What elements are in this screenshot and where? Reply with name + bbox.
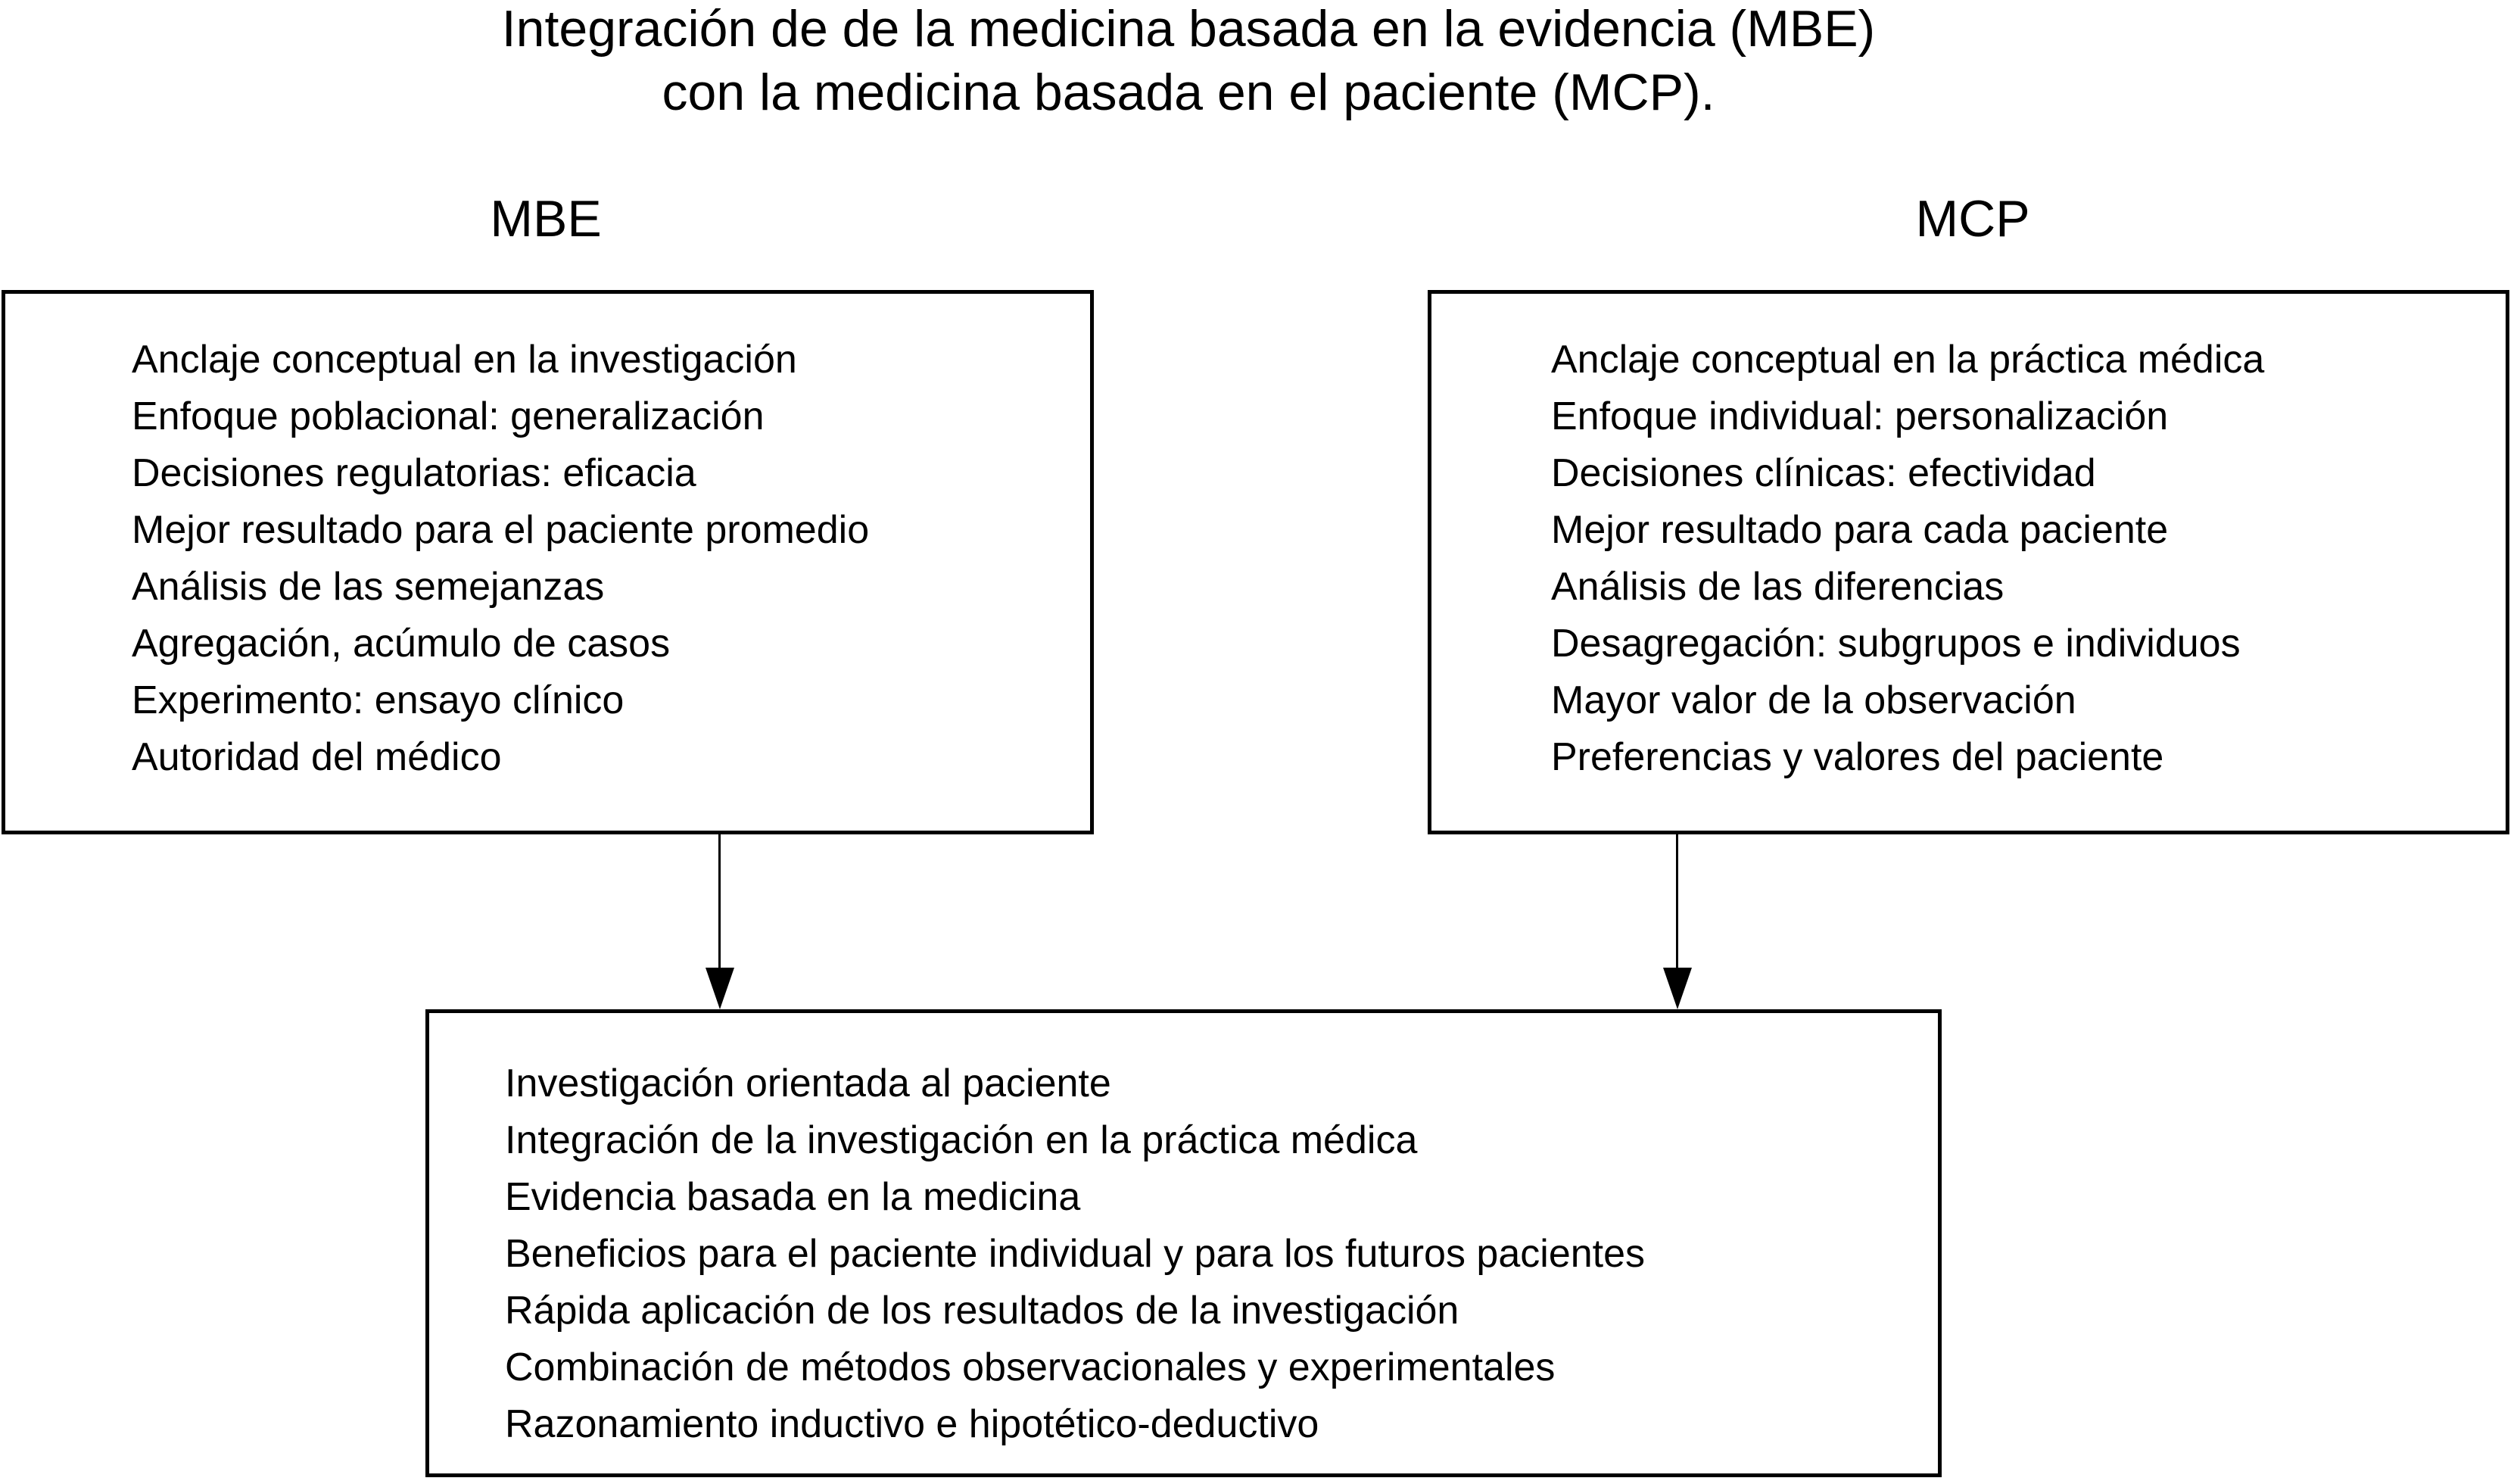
diagram-title-line2: con la medicina basada en el paciente (M… (662, 64, 1715, 121)
mcp-item: Análisis de las diferencias (1551, 565, 2004, 609)
mbe-item: Enfoque poblacional: generalización (132, 394, 765, 438)
integration-item: Integración de la investigación en la pr… (505, 1118, 1418, 1162)
mcp-item: Mejor resultado para cada paciente (1551, 508, 2169, 552)
integration-box: Investigación orientada al paciente Inte… (425, 1009, 1942, 1477)
mbe-item: Mejor resultado para el paciente promedi… (132, 508, 870, 552)
mcp-item: Enfoque individual: personalización (1551, 394, 2169, 438)
mcp-down-arrow-shaft (1676, 834, 1678, 971)
diagram-title-line1: Integración de de la medicina basada en … (501, 0, 1876, 58)
mcp-column-label: MCP (1915, 190, 2030, 248)
mcp-box: Anclaje conceptual en la práctica médica… (1428, 290, 2509, 834)
mcp-item: Decisiones clínicas: efectividad (1551, 451, 2096, 495)
mbe-column-label: MBE (490, 190, 602, 248)
integration-item: Rápida aplicación de los resultados de l… (505, 1289, 1459, 1333)
mbe-down-arrow-icon (706, 968, 734, 1009)
integration-item: Evidencia basada en la medicina (505, 1175, 1081, 1219)
mcp-item: Anclaje conceptual en la práctica médica (1551, 338, 2265, 382)
mbe-down-arrow-shaft (718, 834, 721, 971)
mbe-item: Anclaje conceptual en la investigación (132, 338, 797, 382)
mbe-item: Autoridad del médico (132, 735, 502, 779)
mbe-box: Anclaje conceptual en la investigación E… (2, 290, 1094, 834)
integration-item: Razonamiento inductivo e hipotético-dedu… (505, 1402, 1319, 1446)
diagram-title: Integración de de la medicina basada en … (0, 0, 2377, 124)
mcp-item: Mayor valor de la observación (1551, 678, 2076, 722)
mcp-item: Preferencias y valores del paciente (1551, 735, 2164, 779)
integration-item: Investigación orientada al paciente (505, 1062, 1111, 1105)
integration-item: Combinación de métodos observacionales y… (505, 1345, 1556, 1389)
integration-item: Beneficios para el paciente individual y… (505, 1232, 1646, 1276)
mbe-item: Decisiones regulatorias: eficacia (132, 451, 696, 495)
mcp-item: Desagregación: subgrupos e individuos (1551, 622, 2241, 666)
mbe-item: Análisis de las semejanzas (132, 565, 605, 609)
mbe-item: Experimento: ensayo clínico (132, 678, 625, 722)
mcp-down-arrow-icon (1663, 968, 1692, 1009)
mbe-item: Agregación, acúmulo de casos (132, 622, 671, 666)
